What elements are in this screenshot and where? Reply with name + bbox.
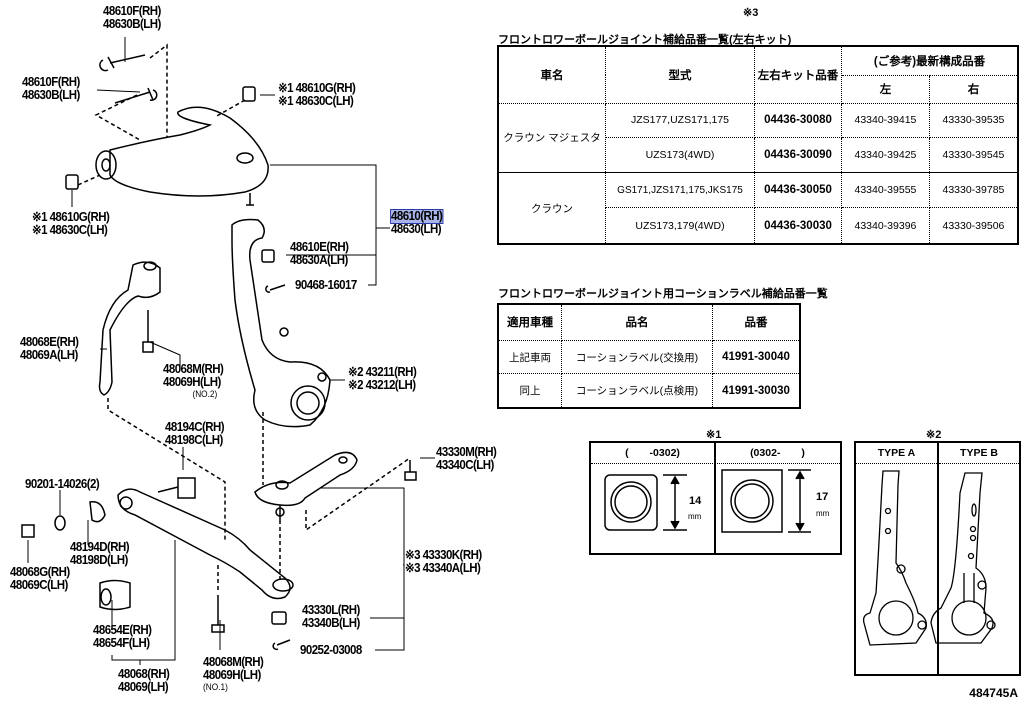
leader-lines (27, 37, 435, 665)
diagram-code: 484745A (969, 686, 1018, 700)
ball-joint-kit-table: 車名 型式 左右キット品番 (ご参考)最新構成品番 左 右 クラウン マジェスタ… (497, 45, 1019, 245)
label-lower-nut: 48068G(RH)48069C(LH) (10, 565, 70, 592)
note2-box: TYPE A TYPE B (854, 441, 1021, 676)
note2-header-type-b: TYPE B (939, 443, 1019, 464)
note1-box: ( -0302) (0302- ) 14 mm 17 mm (589, 441, 842, 555)
label-strut-bar: 48068E(RH)48069A(LH) (20, 335, 79, 362)
table1-note-mark: ※3 (743, 7, 759, 19)
label-upper-arm-assy[interactable]: 48610(RH)48630(LH) (390, 209, 444, 236)
knuckle-type-drawings (862, 470, 996, 646)
label-ball-joint-nut: 43330L(RH)43340B(LH) (302, 603, 360, 630)
highlighted-part-number[interactable]: 48610(RH) (390, 209, 444, 224)
note2-header-type-a: TYPE A (856, 443, 937, 464)
note1-header-old: ( -0302) (591, 443, 715, 464)
label-knuckle: ※2 43211(RH)※2 43212(LH) (348, 365, 417, 392)
table-row: 同上 コーションラベル(点検用) 41991-30030 (497, 373, 801, 409)
label-ball-joint-pin: 90252-03008 (300, 643, 362, 657)
label-bushing: 48654E(RH)48654F(LH) (93, 623, 152, 650)
ball-joint-drawing (254, 451, 417, 651)
table2-title: フロントロワーボールジョイント用コーションラベル補給品番一覧 (498, 288, 828, 300)
label-cam-plate: 48194D(RH)48198D(LH) (70, 540, 130, 567)
table-row: UZS173(4WD) 04436-30090 43340-39425 4333… (498, 137, 1019, 174)
table-row: UZS173,179(4WD) 04436-30030 43340-39396 … (498, 207, 1019, 245)
strut-bar-drawing (98, 261, 161, 396)
label-bolt-no2: 48068M(RH)48069H(LH)(NO.2) (163, 362, 224, 399)
label-ball-joint-bolt: 43330M(RH)43340C(LH) (436, 445, 497, 472)
label-upper-cam-left: ※1 48610G(RH)※1 48630C(LH) (32, 210, 110, 237)
label-upper-pin: 90468-16017 (295, 278, 357, 292)
knuckle-drawing (231, 218, 331, 428)
note1-header-new: (0302- ) (715, 443, 840, 464)
guide-lines (77, 43, 411, 590)
caution-label-drawings (604, 469, 811, 533)
label-upper-cam-right: ※1 48610G(RH)※1 48630C(LH) (278, 81, 356, 108)
label-washer: 90201-14026(2) (25, 477, 100, 491)
table-row: クラウン GS171,JZS171,175,JKS175 04436-30050… (497, 172, 1019, 245)
table-row: クラウン マジェスタ JZS177,UZS171,175 04436-30080… (497, 102, 1019, 174)
label-upper-bolt-left: 48610F(RH)48630B(LH) (22, 75, 80, 102)
table-row: 上記車両 コーションラベル(交換用) 41991-30040 (497, 339, 801, 375)
label-bolt-no1: 48068M(RH)48069H(LH)(NO.1) (203, 655, 264, 692)
caution-label-table: 適用車種 品名 品番 上記車両 コーションラベル(交換用) 41991-3004… (497, 303, 801, 409)
note2-mark: ※2 (926, 429, 942, 441)
note1-mark: ※1 (706, 429, 722, 441)
lower-arm-drawing (21, 477, 294, 633)
label-lower-bolt: 48194C(RH)48198C(LH) (165, 420, 225, 447)
label-upper-bolt-top: 48610F(RH)48630B(LH) (103, 4, 161, 31)
label-lower-arm: 48068(RH)48069(LH) (118, 667, 170, 694)
table1-title: フロントロワーボールジョイント補給品番一覧(左右キット) (498, 34, 792, 46)
label-ball-joint: ※3 43330K(RH)※3 43340A(LH) (405, 548, 482, 575)
upper-arm-drawing (65, 54, 269, 206)
label-upper-nut: 48610E(RH)48630A(LH) (290, 240, 349, 267)
